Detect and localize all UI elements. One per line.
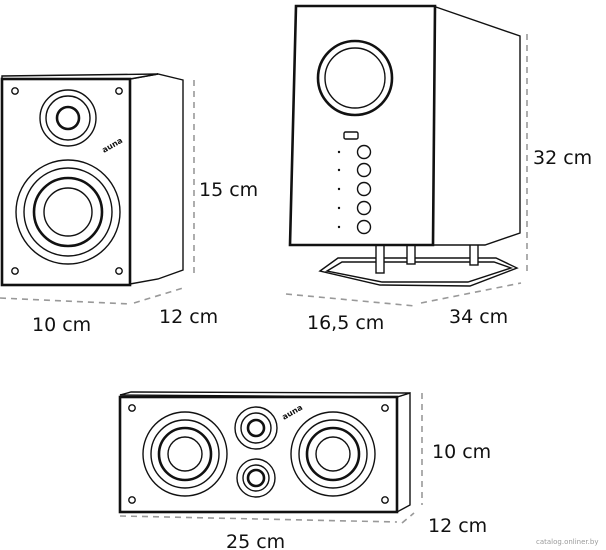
bookshelf-depth-label: 12 cm <box>159 306 218 328</box>
subwoofer-display <box>343 131 359 140</box>
bookshelf-height-label: 15 cm <box>199 179 258 201</box>
bookshelf-side-panel <box>129 73 184 285</box>
center-width-label: 25 cm <box>226 531 285 550</box>
screw-hole <box>11 87 19 95</box>
subwoofer-leds <box>337 150 341 229</box>
screw-hole <box>381 496 389 504</box>
center-side-panel <box>396 392 411 514</box>
bookshelf-width-dim-line <box>0 297 131 305</box>
center-height-label: 10 cm <box>432 441 491 463</box>
center-mid-driver <box>236 458 276 498</box>
screw-hole <box>115 267 123 275</box>
center-right-woofer <box>290 411 376 497</box>
screw-hole <box>128 404 136 412</box>
screw-hole <box>381 404 389 412</box>
subwoofer-control-knobs <box>356 144 372 235</box>
bookshelf-woofer <box>15 159 121 265</box>
bookshelf-speaker: auna 15 cm 10 cm 12 cm <box>0 73 258 336</box>
center-front-panel <box>118 395 399 514</box>
subwoofer: 32 cm 16,5 cm 34 cm <box>285 4 592 334</box>
subwoofer-front-panel <box>288 4 437 247</box>
center-left-woofer <box>142 411 228 497</box>
center-tweeter <box>234 406 278 450</box>
center-width-dim-line <box>119 515 398 523</box>
subwoofer-width-dim-line <box>285 293 416 307</box>
subwoofer-height-label: 32 cm <box>533 147 592 169</box>
bookshelf-tweeter <box>39 89 97 147</box>
subwoofer-driver <box>316 39 394 117</box>
screw-hole <box>115 87 123 95</box>
center-speaker: auna 10 cm 25 cm 12 cm <box>118 391 491 550</box>
screw-hole <box>11 267 19 275</box>
center-depth-label: 12 cm <box>428 515 487 537</box>
bookshelf-depth-dim-line <box>133 287 184 304</box>
subwoofer-stand-post <box>375 242 385 274</box>
subwoofer-side-panel <box>432 5 521 246</box>
subwoofer-depth-dim-line <box>420 282 522 304</box>
bookshelf-width-label: 10 cm <box>32 314 91 336</box>
watermark-text: catalog.onliner.by <box>536 538 598 546</box>
screw-hole <box>128 496 136 504</box>
subwoofer-stand-post <box>469 242 479 266</box>
subwoofer-depth-label: 34 cm <box>449 306 508 328</box>
subwoofer-width-label: 16,5 cm <box>307 312 384 334</box>
bookshelf-front-panel <box>0 77 132 287</box>
center-depth-dim-line <box>401 512 415 524</box>
